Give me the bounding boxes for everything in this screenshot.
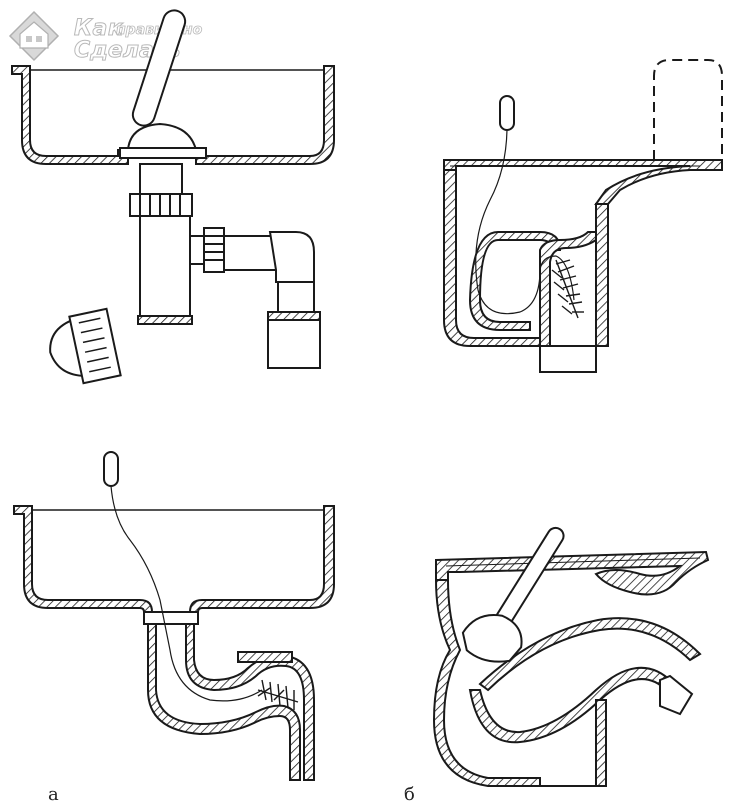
- cable-brush: [551, 259, 584, 319]
- cistern-dashed: [653, 59, 723, 160]
- caption-a: а: [48, 784, 59, 805]
- outlet-nut: [203, 227, 225, 273]
- cable-brush-bottom: [257, 679, 299, 710]
- toilet-bowl-outer-2: [432, 579, 541, 787]
- plunger-cup: [126, 122, 198, 151]
- watermark-word-1: Как: [73, 16, 124, 42]
- sink-trap: [147, 623, 301, 781]
- plunger-handle: [131, 9, 187, 127]
- cable-handle: [499, 95, 515, 131]
- house-logo-icon: [8, 10, 60, 62]
- toilet-plunger-drawing: [432, 526, 710, 787]
- sink-plunger-drawing: [11, 9, 335, 385]
- siphon-body: [139, 215, 191, 321]
- cable-handle-bottom: [103, 451, 119, 487]
- toilet-cable-drawing: [443, 59, 723, 373]
- sink-cable-drawing: [13, 451, 335, 781]
- plumbing-cable: [475, 129, 575, 315]
- caption-b: б: [404, 784, 415, 805]
- sink-basin-top-left: [11, 65, 129, 165]
- sink-basin-bottom-left: [13, 505, 154, 613]
- plunger-cup-2: [461, 614, 523, 663]
- plumbing-cable-bottom: [110, 485, 263, 702]
